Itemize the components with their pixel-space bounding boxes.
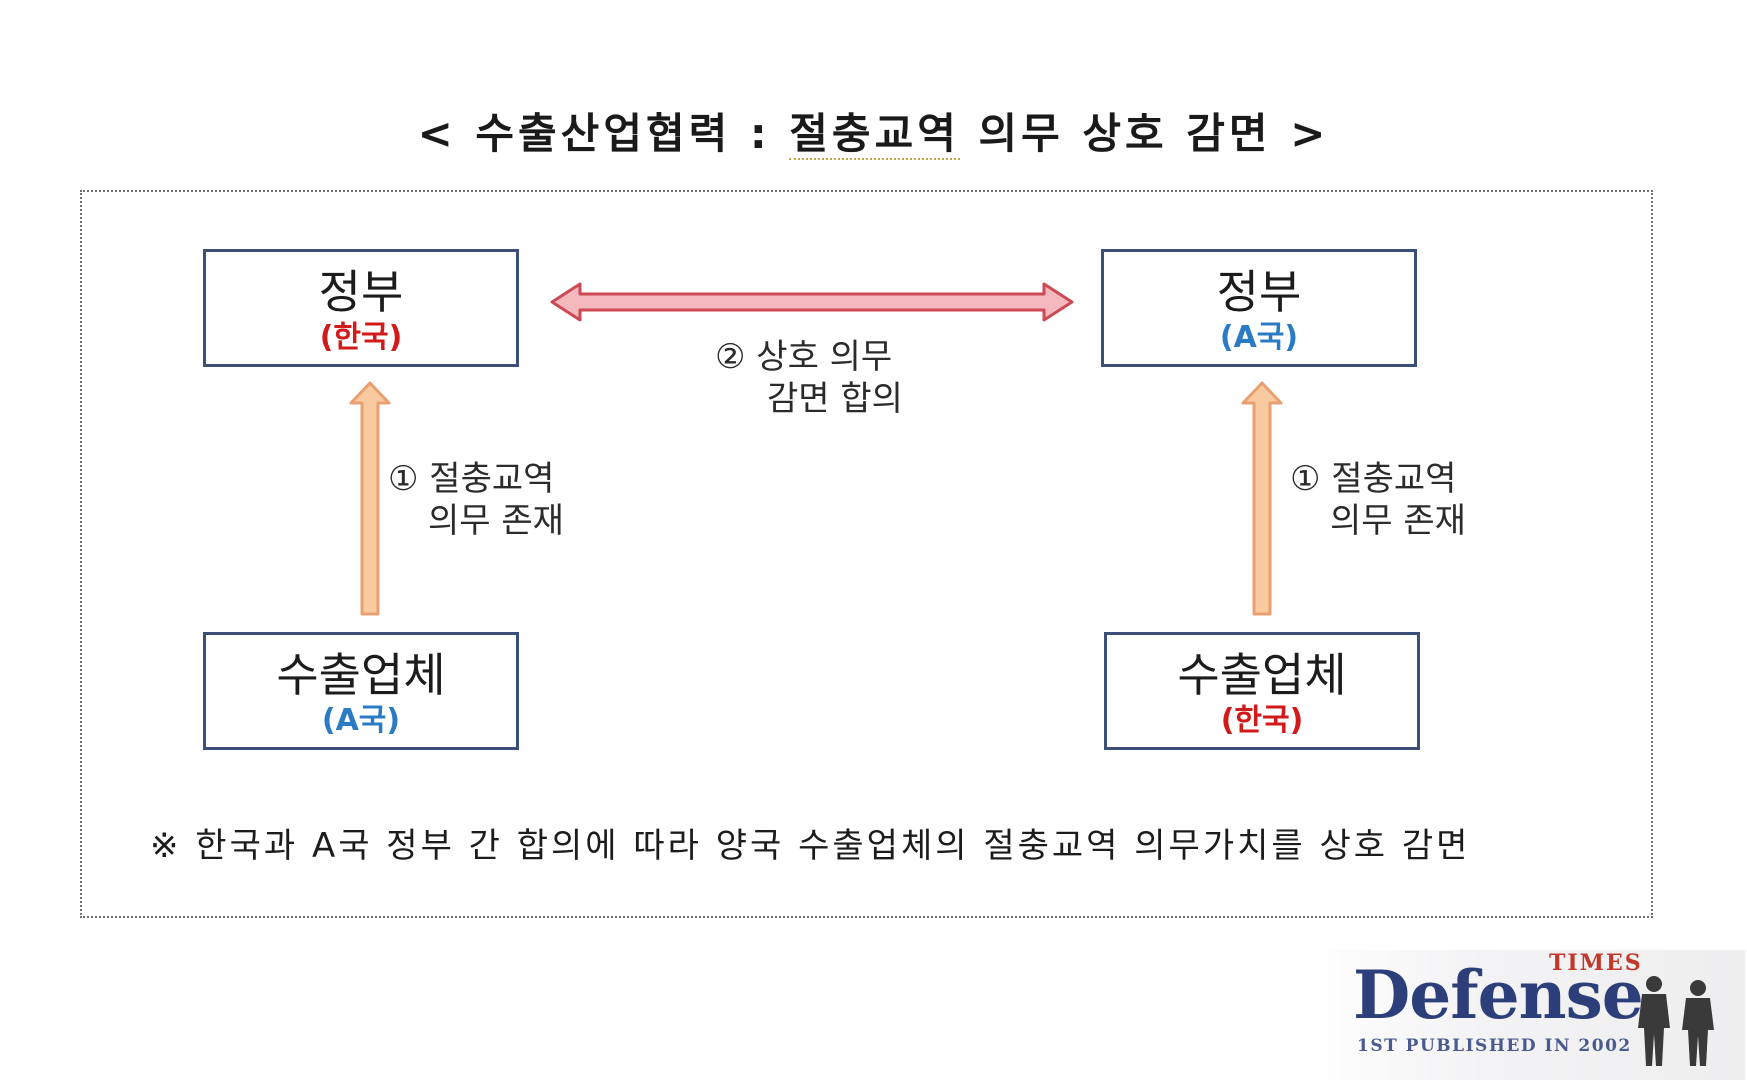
node-main-label: 수출업체	[276, 648, 446, 702]
defense-times-logo: TIMES Defense 1ST PUBLISHED IN 2002	[1305, 950, 1745, 1080]
label-line-2: 의무 존재	[428, 501, 564, 541]
node-main-label: 수출업체	[1177, 648, 1347, 702]
title-open-bracket: <	[417, 109, 457, 158]
government-a-country-box: 정부 (A국)	[1101, 249, 1417, 367]
title-rest: 의무 상호 감면	[959, 109, 1272, 158]
offset-obligation-label-right: ① 절충교역 의무 존재	[1290, 458, 1466, 542]
label-line-1: ① 절충교역	[1290, 459, 1457, 499]
label-line-1: ② 상호 의무	[715, 337, 893, 377]
title-lead: 수출산업협력 :	[475, 109, 790, 158]
exporter-a-country-box: 수출업체 (A국)	[203, 632, 519, 750]
exporter-korea-box: 수출업체 (한국)	[1104, 632, 1420, 750]
government-korea-box: 정부 (한국)	[203, 249, 519, 367]
title-keyword: 절충교역	[789, 109, 960, 160]
node-country-label: (A국)	[321, 703, 401, 738]
mutual-waiver-label: ② 상호 의무 감면 합의	[715, 336, 903, 420]
logo-wordmark: Defense	[1353, 956, 1644, 1034]
node-main-label: 정부	[1216, 265, 1302, 319]
logo-times-text: TIMES	[1549, 950, 1643, 976]
soldier-silhouettes-icon	[1638, 976, 1714, 1066]
logo-published-text: 1ST PUBLISHED IN 2002	[1357, 1036, 1632, 1056]
offset-obligation-label-left: ① 절충교역 의무 존재	[388, 458, 564, 542]
label-line-2: 의무 존재	[1330, 501, 1466, 541]
node-country-label: (A국)	[1219, 320, 1299, 355]
node-main-label: 정부	[318, 265, 404, 319]
diagram-title: < 수출산업협력 : 절충교역 의무 상호 감면 >	[0, 100, 1747, 161]
diagram-frame	[80, 190, 1653, 918]
label-line-2: 감면 합의	[767, 379, 903, 419]
title-close-bracket: >	[1290, 109, 1330, 158]
label-line-1: ① 절충교역	[388, 459, 555, 499]
footnote: ※ 한국과 A국 정부 간 합의에 따라 양국 수출업체의 절충교역 의무가치를…	[150, 826, 1471, 866]
node-country-label: (한국)	[1220, 703, 1304, 738]
node-country-label: (한국)	[319, 320, 403, 355]
